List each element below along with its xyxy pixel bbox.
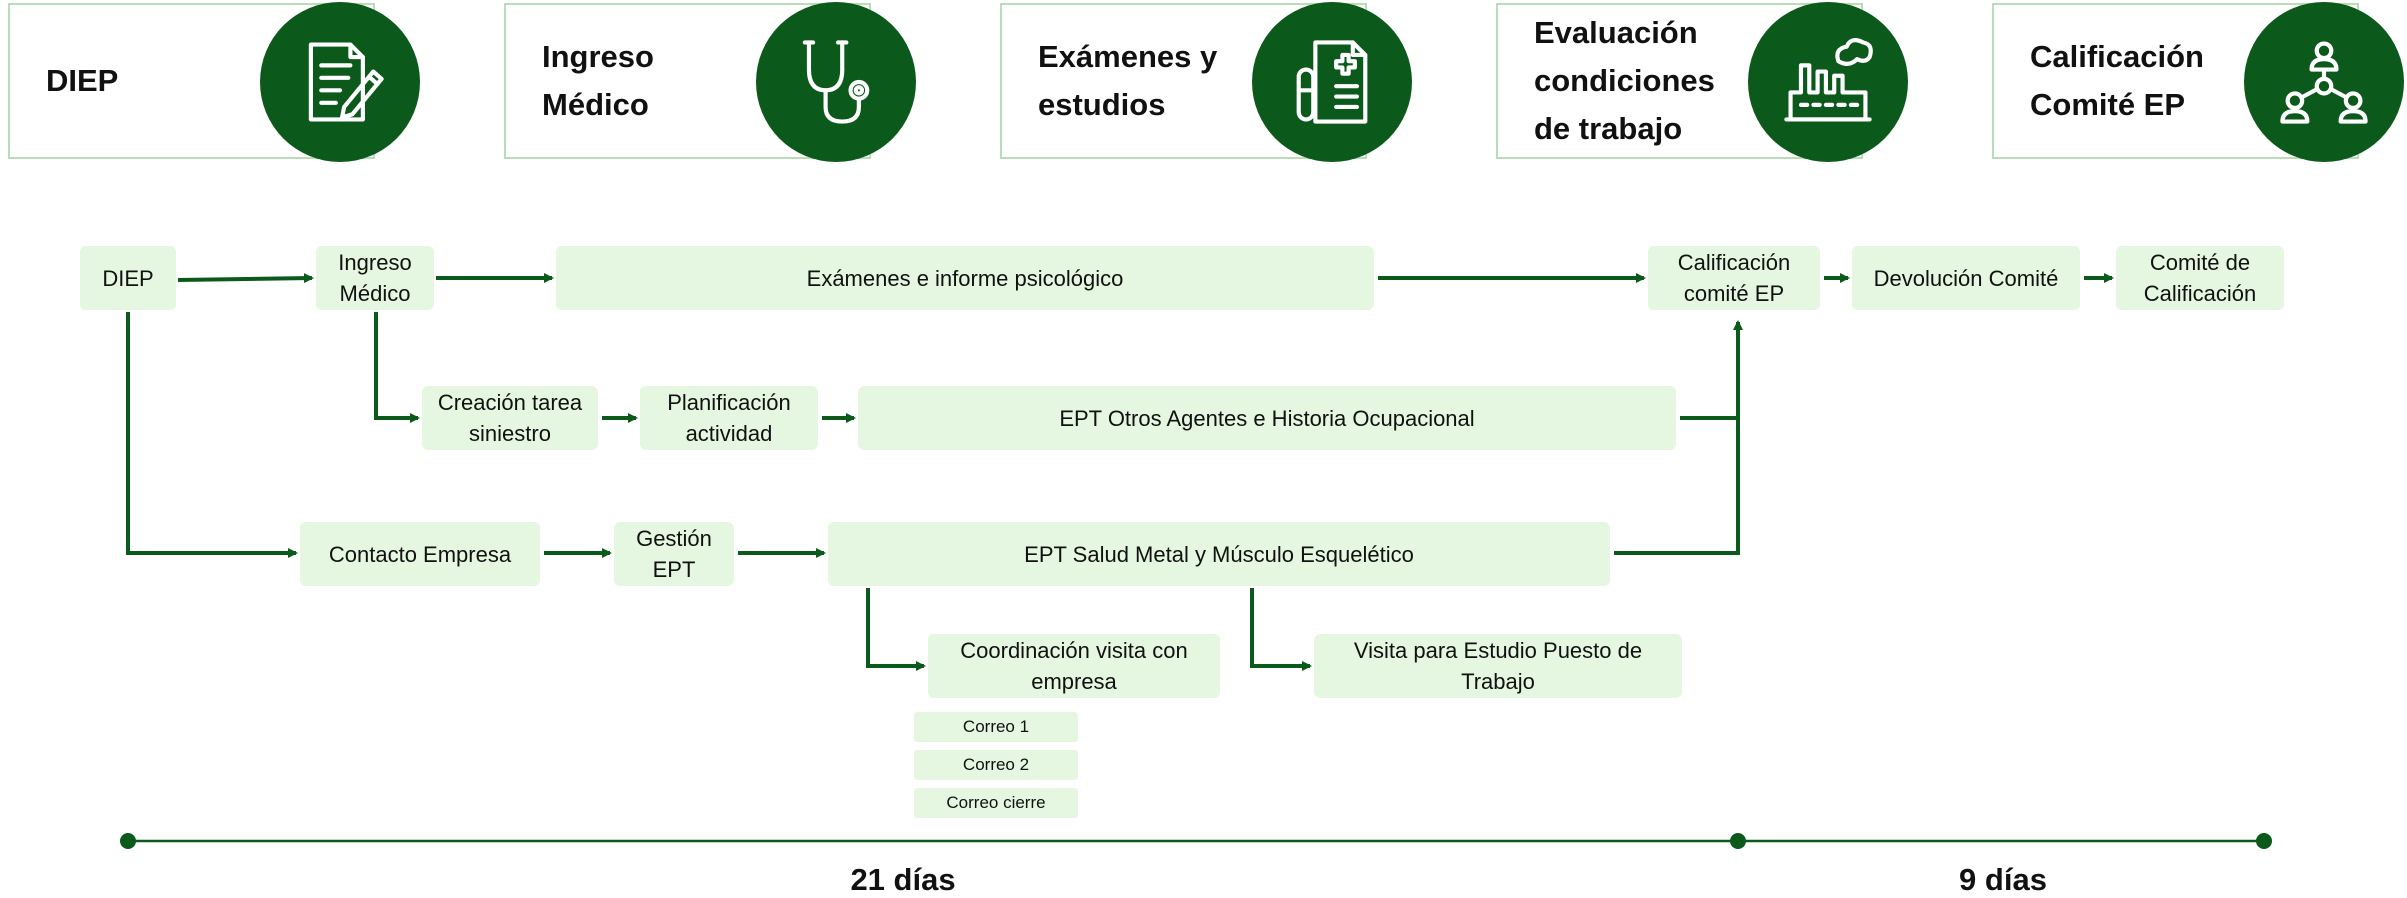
header-card-label: Ingreso Médico (542, 39, 654, 122)
arrow-diep-ingreso (177, 273, 314, 284)
committee-icon (2244, 2, 2404, 162)
box-gestion-ept: Gestión EPT (614, 522, 734, 586)
stethoscope-icon (756, 2, 916, 162)
box-correo-1: Correo 1 (914, 712, 1078, 742)
timeline-start-dot (120, 833, 136, 849)
box-diep: DIEP (80, 246, 176, 310)
header-card-ingreso-medico: Ingreso Médico (504, 2, 916, 162)
arrow-diep-contacto (126, 312, 298, 558)
header-card-label: DIEP (46, 63, 119, 98)
box-coordinacion: Coordinación visita con empresa (928, 634, 1220, 698)
timeline-end-dot (2256, 833, 2272, 849)
box-planificacion: Planificación actividad (640, 386, 818, 450)
medical-report-icon (1252, 2, 1412, 162)
box-visita: Visita para Estudio Puesto de Trabajo (1314, 634, 1682, 698)
box-examenes: Exámenes e informe psicológico (556, 246, 1374, 310)
header-card-label: Evaluación condiciones de trabajo (1534, 15, 1715, 146)
box-calificacion: Calificación comité EP (1648, 246, 1820, 310)
duration-21-dias: 21 días (850, 862, 956, 897)
header-card-evaluacion: Evaluación condiciones de trabajo (1496, 2, 1908, 162)
box-ingreso-medico: Ingreso Médico (316, 246, 434, 310)
header-card-label: Exámenes y estudios (1038, 39, 1218, 122)
factory-icon (1748, 2, 1908, 162)
timeline (120, 833, 2272, 849)
box-correo-cierre: Correo cierre (914, 788, 1078, 818)
arrow-eptsalud-coordinacion (866, 588, 926, 671)
header-card-label: Calificación Comité EP (2030, 39, 2204, 122)
arrow-ingreso-creacion (374, 312, 420, 423)
arrow-eptsalud-visita (1250, 588, 1312, 671)
box-devolucion: Devolución Comité (1852, 246, 2080, 310)
box-creacion-tarea: Creación tarea siniestro (422, 386, 598, 450)
header-card-examenes: Exámenes y estudios (1000, 2, 1412, 162)
box-ept-otros: EPT Otros Agentes e Historia Ocupacional (858, 386, 1676, 450)
duration-9-dias: 9 días (1959, 862, 2047, 897)
timeline-mid-dot (1730, 833, 1746, 849)
box-correo-2: Correo 2 (914, 750, 1078, 780)
header-card-diep: DIEP (8, 2, 420, 162)
document-pen-icon (260, 2, 420, 162)
box-comite: Comité de Calificación (2116, 246, 2284, 310)
header-card-calificacion: Calificación Comité EP (1992, 2, 2404, 162)
box-contacto-empresa: Contacto Empresa (300, 522, 540, 586)
box-ept-salud: EPT Salud Metal y Músculo Esquelético (828, 522, 1610, 586)
